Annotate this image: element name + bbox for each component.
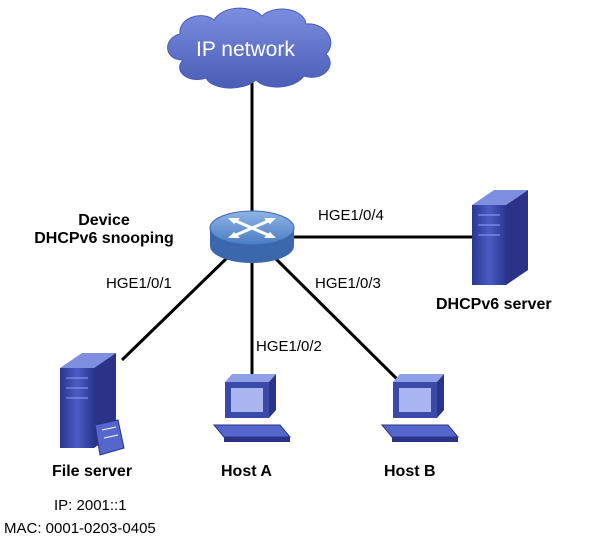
file-server-mac: MAC: 0001-0203-0405 bbox=[4, 520, 156, 537]
link-device-host-b bbox=[273, 256, 400, 382]
port-hge1-0-3-label: HGE1/0/3 bbox=[315, 275, 381, 292]
device-role: DHCPv6 snooping bbox=[34, 229, 174, 247]
link-device-file-server bbox=[120, 253, 232, 362]
file-server-icon bbox=[60, 353, 125, 456]
host-b-pc-icon bbox=[380, 374, 460, 442]
cloud-label: IP network bbox=[196, 38, 295, 61]
dhcpv6-server-icon bbox=[472, 190, 528, 285]
device-name: Device bbox=[78, 212, 130, 229]
port-hge1-0-4-label: HGE1/0/4 bbox=[318, 207, 384, 224]
file-server-ip: IP: 2001::1 bbox=[54, 497, 127, 514]
host-a-label: Host A bbox=[221, 463, 272, 480]
device-label: Device DHCPv6 snooping bbox=[4, 212, 204, 247]
host-a-pc-icon bbox=[212, 374, 292, 442]
port-hge1-0-2-label: HGE1/0/2 bbox=[256, 338, 322, 355]
switch-icon bbox=[209, 210, 295, 263]
cloud-icon bbox=[167, 7, 332, 89]
file-server-label: File server bbox=[52, 463, 133, 480]
host-b-label: Host B bbox=[384, 463, 436, 480]
port-hge1-0-1-label: HGE1/0/1 bbox=[106, 275, 172, 292]
dhcpv6-server-label: DHCPv6 server bbox=[436, 296, 552, 313]
